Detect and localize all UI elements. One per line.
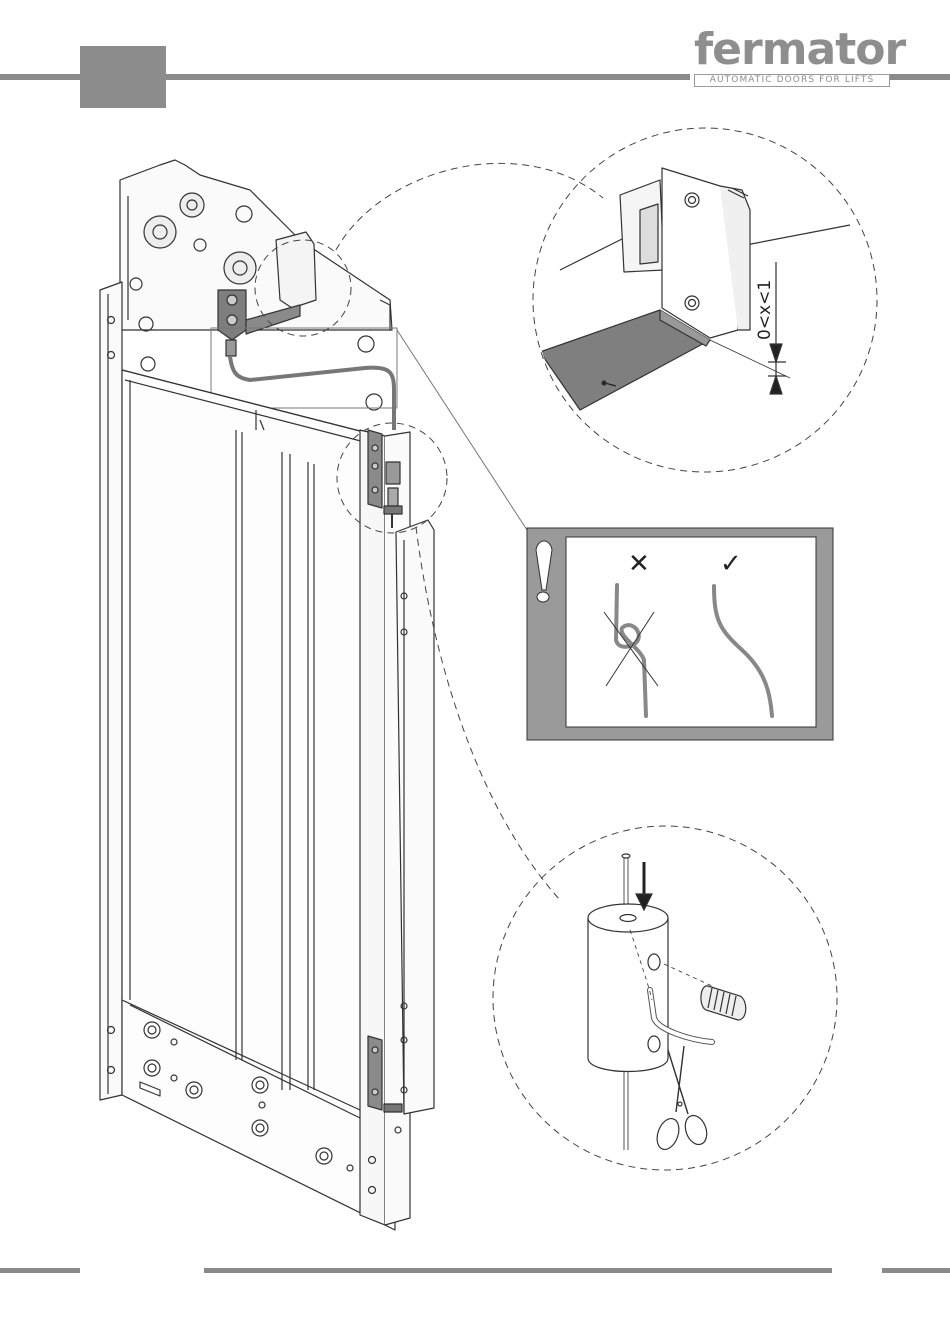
right-mark: ✓ — [720, 549, 742, 579]
door-assembly — [100, 160, 434, 1230]
clearance-label: 0<x<1 — [755, 280, 775, 340]
wrong-mark: ✕ — [628, 549, 650, 579]
detail-clearance — [540, 100, 850, 410]
detail-cylinder — [588, 854, 746, 1152]
leader-line — [397, 330, 527, 530]
warning-panel — [527, 528, 833, 740]
